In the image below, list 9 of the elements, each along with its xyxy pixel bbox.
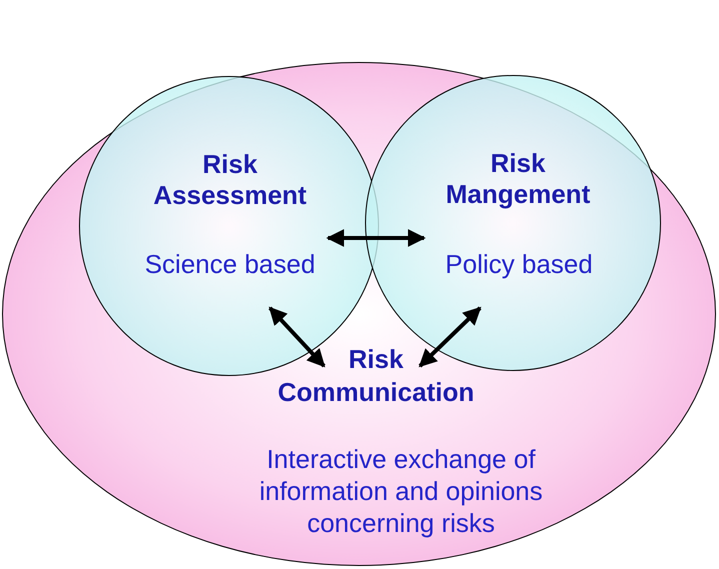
region-title: Risk Assessment	[152, 149, 308, 211]
double-arrow	[418, 306, 482, 368]
region-title: Risk Mangement	[444, 148, 592, 210]
region-subtitle: Science based	[144, 249, 316, 280]
double-arrow	[268, 306, 326, 368]
double-arrow	[326, 229, 426, 247]
region-subtitle: Policy based	[444, 249, 594, 280]
region-description: Interactive exchange of information and opinions concerning risks	[258, 443, 544, 539]
bare-text: Risk Communication	[251, 343, 501, 409]
